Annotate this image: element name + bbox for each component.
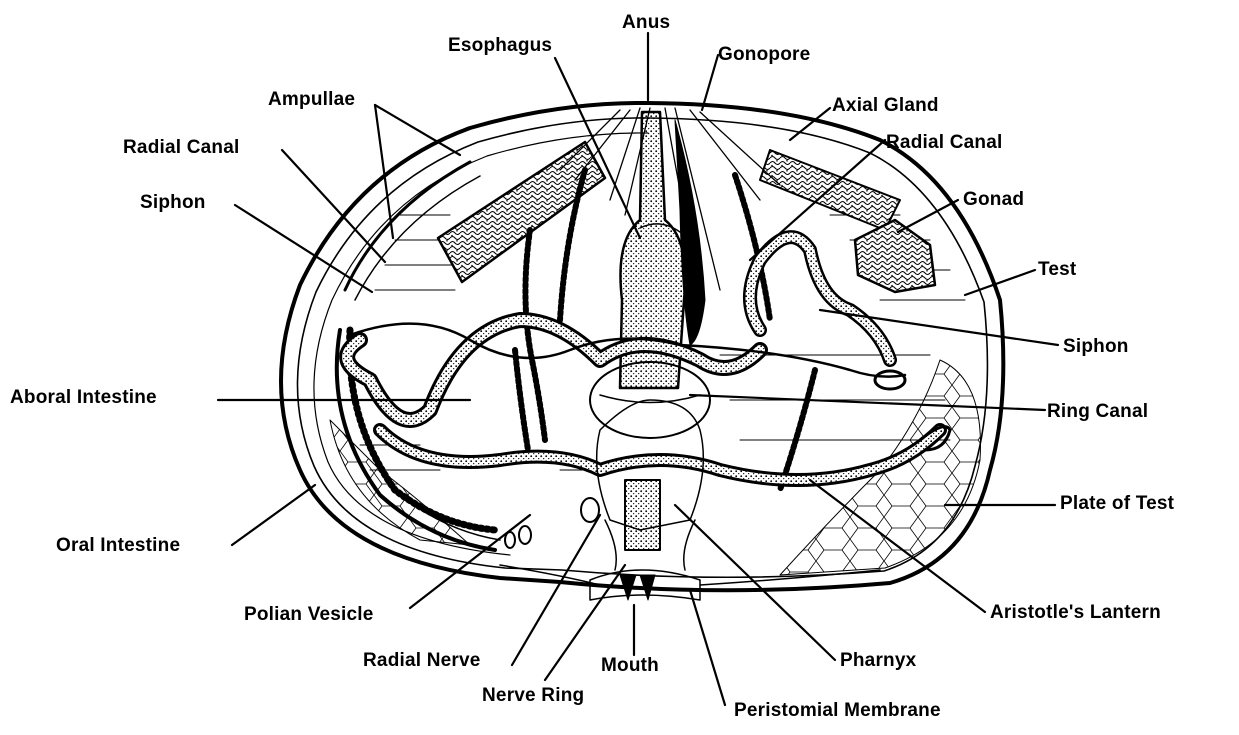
label-peristomial-membrane: Peristomial Membrane [734, 701, 941, 720]
gonad-left [438, 142, 605, 282]
aboral-intestine-tube [347, 320, 760, 420]
label-siphon-left: Siphon [140, 193, 206, 212]
label-oral-intestine: Oral Intestine [56, 536, 180, 555]
leader-radial-nerve [512, 515, 600, 665]
label-ampullae: Ampullae [268, 90, 355, 109]
pharynx-tube [625, 480, 660, 550]
leader-oral-intestine [232, 485, 315, 545]
leader-gonopore [702, 55, 718, 110]
leader-pharnyx [675, 505, 835, 660]
leader-siphon-right [820, 310, 1058, 345]
label-aristotles-lantern: Aristotle's Lantern [990, 603, 1161, 622]
radial-canal-coil-5 [515, 350, 528, 450]
label-ring-canal: Ring Canal [1047, 402, 1148, 421]
label-radial-canal-left: Radial Canal [123, 138, 239, 157]
leader-test [965, 270, 1035, 295]
label-gonopore: Gonopore [718, 45, 810, 64]
label-mouth: Mouth [601, 656, 659, 675]
label-nerve-ring: Nerve Ring [482, 686, 584, 705]
gonad-right [855, 220, 935, 292]
leader-peristomial-membrane [690, 590, 725, 705]
label-siphon-right: Siphon [1063, 337, 1129, 356]
leader-ring-canal [690, 395, 1045, 410]
radial-canal-coil-4 [780, 370, 815, 490]
label-polian-vesicle: Polian Vesicle [244, 605, 374, 624]
radial-canal-coil-1 [525, 230, 545, 440]
leader-ampullae-2 [375, 105, 460, 155]
label-gonad: Gonad [963, 190, 1024, 209]
label-pharnyx: Pharnyx [840, 651, 916, 670]
label-anus: Anus [622, 13, 670, 32]
label-radial-canal-right: Radial Canal [886, 133, 1002, 152]
label-axial-gland: Axial Gland [832, 96, 939, 115]
label-radial-nerve: Radial Nerve [363, 651, 481, 670]
label-aboral-intestine: Aboral Intestine [10, 388, 157, 407]
label-esophagus: Esophagus [448, 36, 552, 55]
label-plate-of-test: Plate of Test [1060, 494, 1174, 513]
label-test: Test [1038, 260, 1076, 279]
